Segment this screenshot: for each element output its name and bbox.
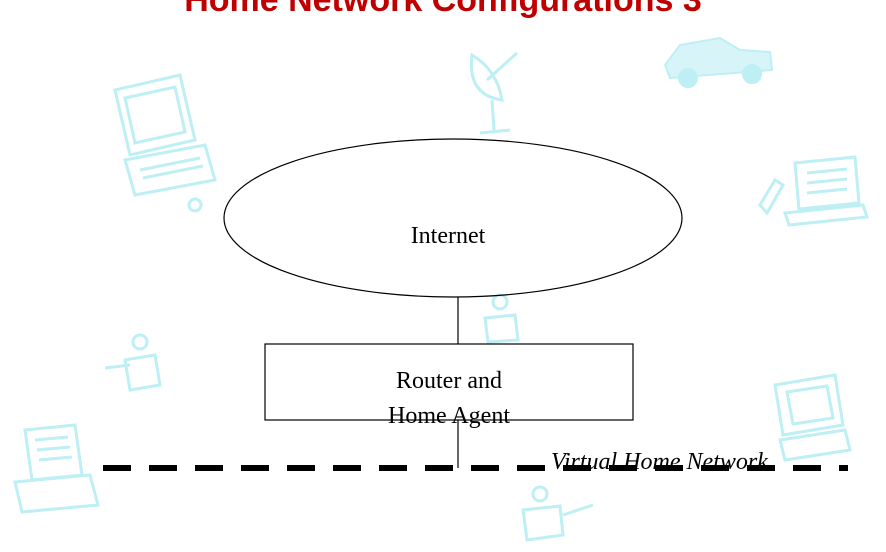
internet-label: Internet [410,223,486,249]
virtual-home-network-label: Virtual Home Network [551,449,768,475]
page-title: Home Network Configurations 3 [184,0,702,19]
person-icon [104,333,162,392]
internet-cloud [223,138,683,298]
laptop-icon [13,423,100,514]
person-icon [521,485,594,542]
router-box-label: Router and Home Agent [265,364,633,434]
satellite-dish-icon [469,51,519,135]
computer-icon [113,73,217,213]
computer-icon [773,373,852,462]
router-label-line-2: Home Agent [388,403,510,429]
laptop-icon [758,155,870,227]
router-label-line-1: Router and [396,368,502,394]
car-icon [663,36,774,88]
router-box [264,343,634,421]
